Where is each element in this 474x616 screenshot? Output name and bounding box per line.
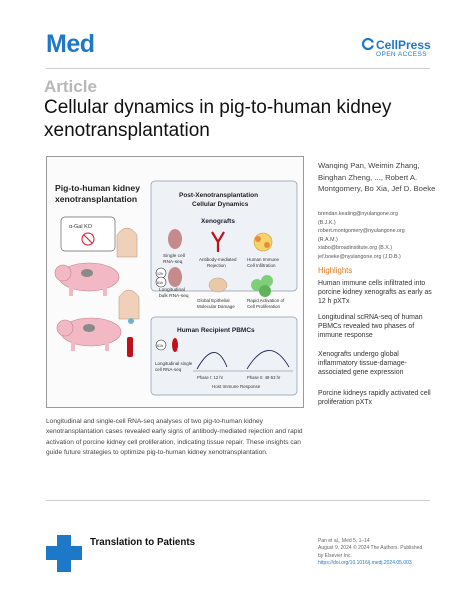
gal-ko-label: α-Gal KO <box>69 224 93 230</box>
svg-text:Phase II: 48-53 hr: Phase II: 48-53 hr <box>247 375 281 380</box>
recipient-figure-1 <box>116 227 138 258</box>
publisher-name: CellPress <box>376 38 431 52</box>
kidney-icon-1 <box>168 229 182 249</box>
phase-1-curve <box>196 352 228 370</box>
svg-text:Phase I: 12 hr: Phase I: 12 hr <box>197 375 224 380</box>
svg-text:Molecular Damage: Molecular Damage <box>197 304 235 309</box>
citation-line: Pan et al., Med 5, 1–14 <box>318 538 370 544</box>
immune-cells-icon <box>253 232 273 252</box>
fig-antibody-label: Antibody-mediated <box>199 257 237 262</box>
fig-panel-title-1: Pig-to-human kidney <box>55 183 140 193</box>
corresponding-emails: brendan.keating@nyulangone.org (B.J.K.) … <box>318 210 438 262</box>
citation-line: by Elsevier Inc. <box>318 552 352 559</box>
fig-dynamics-title: Post-Xenotransplantation <box>179 192 258 199</box>
fig-proliferation-label: Rapid Activation of <box>247 298 285 303</box>
translation-cross-icon-bar <box>46 546 82 560</box>
email-line[interactable]: robert.montgomery@nyulangone.org <box>318 228 405 235</box>
svg-text:cell RNA-seq: cell RNA-seq <box>155 367 182 372</box>
blood-tube <box>127 337 133 357</box>
fig-immune-label: Human Immune <box>247 257 280 262</box>
article-type-label: Article <box>44 77 97 96</box>
svg-text:Host Immune Response: Host Immune Response <box>212 384 261 389</box>
email-line[interactable]: xiabo@broadinstitute.org (B.X.) <box>318 245 392 252</box>
blood-sample-icon <box>172 338 178 352</box>
fig-pbmc-label: Human Recipient PBMCs <box>177 327 255 334</box>
fig-bulk-label: Longitudinal <box>159 287 185 293</box>
svg-text:Cell Proliferation: Cell Proliferation <box>247 304 281 309</box>
highlight-item: Porcine kidneys rapidly activated cell p… <box>318 390 431 407</box>
email-line: (B.J.K.) <box>318 219 336 226</box>
abstract-summary: Longitudinal and single-cell RNA-seq ana… <box>46 418 303 457</box>
email-line[interactable]: jef.boeke@nyulangone.org (J.D.B.) <box>318 253 401 260</box>
highlights-heading: Highlights <box>318 266 353 275</box>
footer-divider <box>46 500 430 501</box>
category-label: Translation to Patients <box>90 537 196 548</box>
open-access-label: OPEN ACCESS <box>376 51 427 58</box>
fig-sc-label: Longitudinal single <box>155 361 193 366</box>
highlight-item: Xenografts undergo global inflammatory t… <box>318 351 407 377</box>
publisher-logo[interactable]: CellPress OPEN ACCESS <box>362 37 434 63</box>
proliferation-icon <box>251 275 273 297</box>
header-divider <box>46 68 430 69</box>
citation-block: Pan et al., Med 5, 1–14 August 9, 2024 ©… <box>318 538 448 568</box>
svg-text:RNA-seq: RNA-seq <box>163 259 183 265</box>
fig-single-cell-label: Single cell <box>163 253 185 259</box>
authors: Wanqing Pan, Weimin Zhang, Binghan Zheng… <box>318 161 436 193</box>
kidney-icon-2 <box>168 267 182 287</box>
pig-2 <box>56 317 122 351</box>
highlight-item: Longitudinal scRNA-seq of human PBMCs re… <box>318 314 423 340</box>
doi-link[interactable]: https://doi.org/10.1016/j.medj.2024.05.0… <box>318 560 412 567</box>
svg-text:61h: 61h <box>157 281 163 285</box>
fig-panel-title-2: xenotransplantation <box>55 194 137 204</box>
svg-text:Rejection: Rejection <box>207 263 226 268</box>
highlight-item: Human immune cells infiltrated into porc… <box>318 280 432 306</box>
cellpress-icon <box>362 38 374 50</box>
email-line[interactable]: brendan.keating@nyulangone.org <box>318 211 398 217</box>
phase-2-curve <box>246 350 290 370</box>
xenografts-box <box>150 180 298 292</box>
svg-text:Cell Infiltration: Cell Infiltration <box>247 263 276 268</box>
journal-logo[interactable]: Med <box>46 30 95 58</box>
epithelial-icon <box>208 277 228 293</box>
pbmc-box <box>150 316 298 396</box>
recipient-figure-2 <box>118 289 140 320</box>
antibody-icon <box>211 231 225 252</box>
svg-text:Cellular Dynamics: Cellular Dynamics <box>192 201 249 208</box>
graphical-abstract: Pig-to-human kidney xenotransplantation … <box>46 156 304 408</box>
fig-xenografts-label: Xenografts <box>201 218 235 225</box>
svg-text:bulk RNA-seq: bulk RNA-seq <box>159 293 189 299</box>
fig-epithelial-label: Global Epithelial <box>197 298 230 303</box>
time-61h-badge <box>155 276 167 288</box>
sample-icon <box>128 318 134 324</box>
svg-text:61h: 61h <box>157 344 163 348</box>
pig-1 <box>54 262 120 296</box>
article-title: Cellular dynamics in pig-to-human kidney… <box>44 97 392 141</box>
svg-text:12h: 12h <box>157 272 163 276</box>
email-line: (R.A.M.) <box>318 236 338 243</box>
graphical-abstract-drawing: Pig-to-human kidney xenotransplantation … <box>54 180 298 396</box>
time-61h-pbmc-badge <box>155 339 167 351</box>
citation-line: August 9, 2024 © 2024 The Authors. Publi… <box>318 545 423 552</box>
